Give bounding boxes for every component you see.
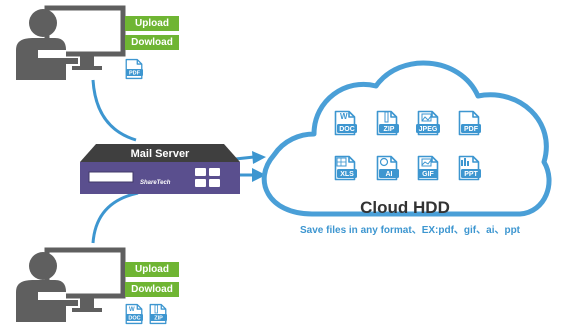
cloud-file-label: PPT xyxy=(464,171,478,178)
bottom-user-file-zip: ZIP xyxy=(149,303,167,325)
cloud-file-label: JPEG xyxy=(419,126,438,133)
cloud-file-label: GIF xyxy=(422,171,434,178)
bottom-user-head xyxy=(29,252,57,280)
cloud-outline xyxy=(261,60,552,217)
cloud-file-ppt: PPT xyxy=(458,155,481,181)
top-upload-tag: Upload xyxy=(125,16,179,31)
mail-server-title: Mail Server xyxy=(131,148,190,160)
cloud-file-label: PDF xyxy=(464,126,479,133)
mail-server: Mail Server ShareTech xyxy=(80,144,240,194)
cloud-file-label: XLS xyxy=(340,171,354,178)
cloud-file-label: ZIP xyxy=(384,126,395,133)
cloud-file-gif: GIF xyxy=(417,155,439,181)
bottom-download-tag: Dowload xyxy=(125,282,179,297)
server-brand-logo: ShareTech xyxy=(140,180,171,186)
cloud-file-ai: AI xyxy=(376,155,399,181)
cloud-file-pdf: PDF xyxy=(458,110,481,136)
top-user-connector xyxy=(91,79,137,142)
bottom-user-connector xyxy=(91,191,139,244)
top-file-label: PDF xyxy=(129,71,141,77)
cloud-file-zip: ZIP xyxy=(376,110,399,136)
top-download-tag: Dowload xyxy=(125,35,179,50)
bottom-file-label: ZIP xyxy=(154,316,163,322)
bottom-user-workstation xyxy=(16,247,126,322)
top-user-head xyxy=(29,9,57,37)
svg-text:W: W xyxy=(340,112,348,121)
cloud-file-doc: W DOC xyxy=(334,110,357,136)
cloud-file-jpeg: JPEG xyxy=(416,110,440,136)
cloud-file-label: AI xyxy=(386,171,393,178)
bottom-file-label: DOC xyxy=(128,316,140,322)
bottom-upload-tag: Upload xyxy=(125,262,179,277)
top-user-file-pdf: PDF xyxy=(125,58,143,80)
bottom-user-file-doc: W DOC xyxy=(125,303,143,325)
svg-text:W: W xyxy=(129,307,135,313)
cloud-file-xls: XLS xyxy=(334,155,357,181)
cloud-title: Cloud HDD xyxy=(360,198,450,217)
cloud-file-label: DOC xyxy=(339,126,355,133)
top-user-workstation xyxy=(16,5,126,80)
cloud-caption: Save files in any format、EX:pdf、gif、ai、p… xyxy=(300,225,521,236)
